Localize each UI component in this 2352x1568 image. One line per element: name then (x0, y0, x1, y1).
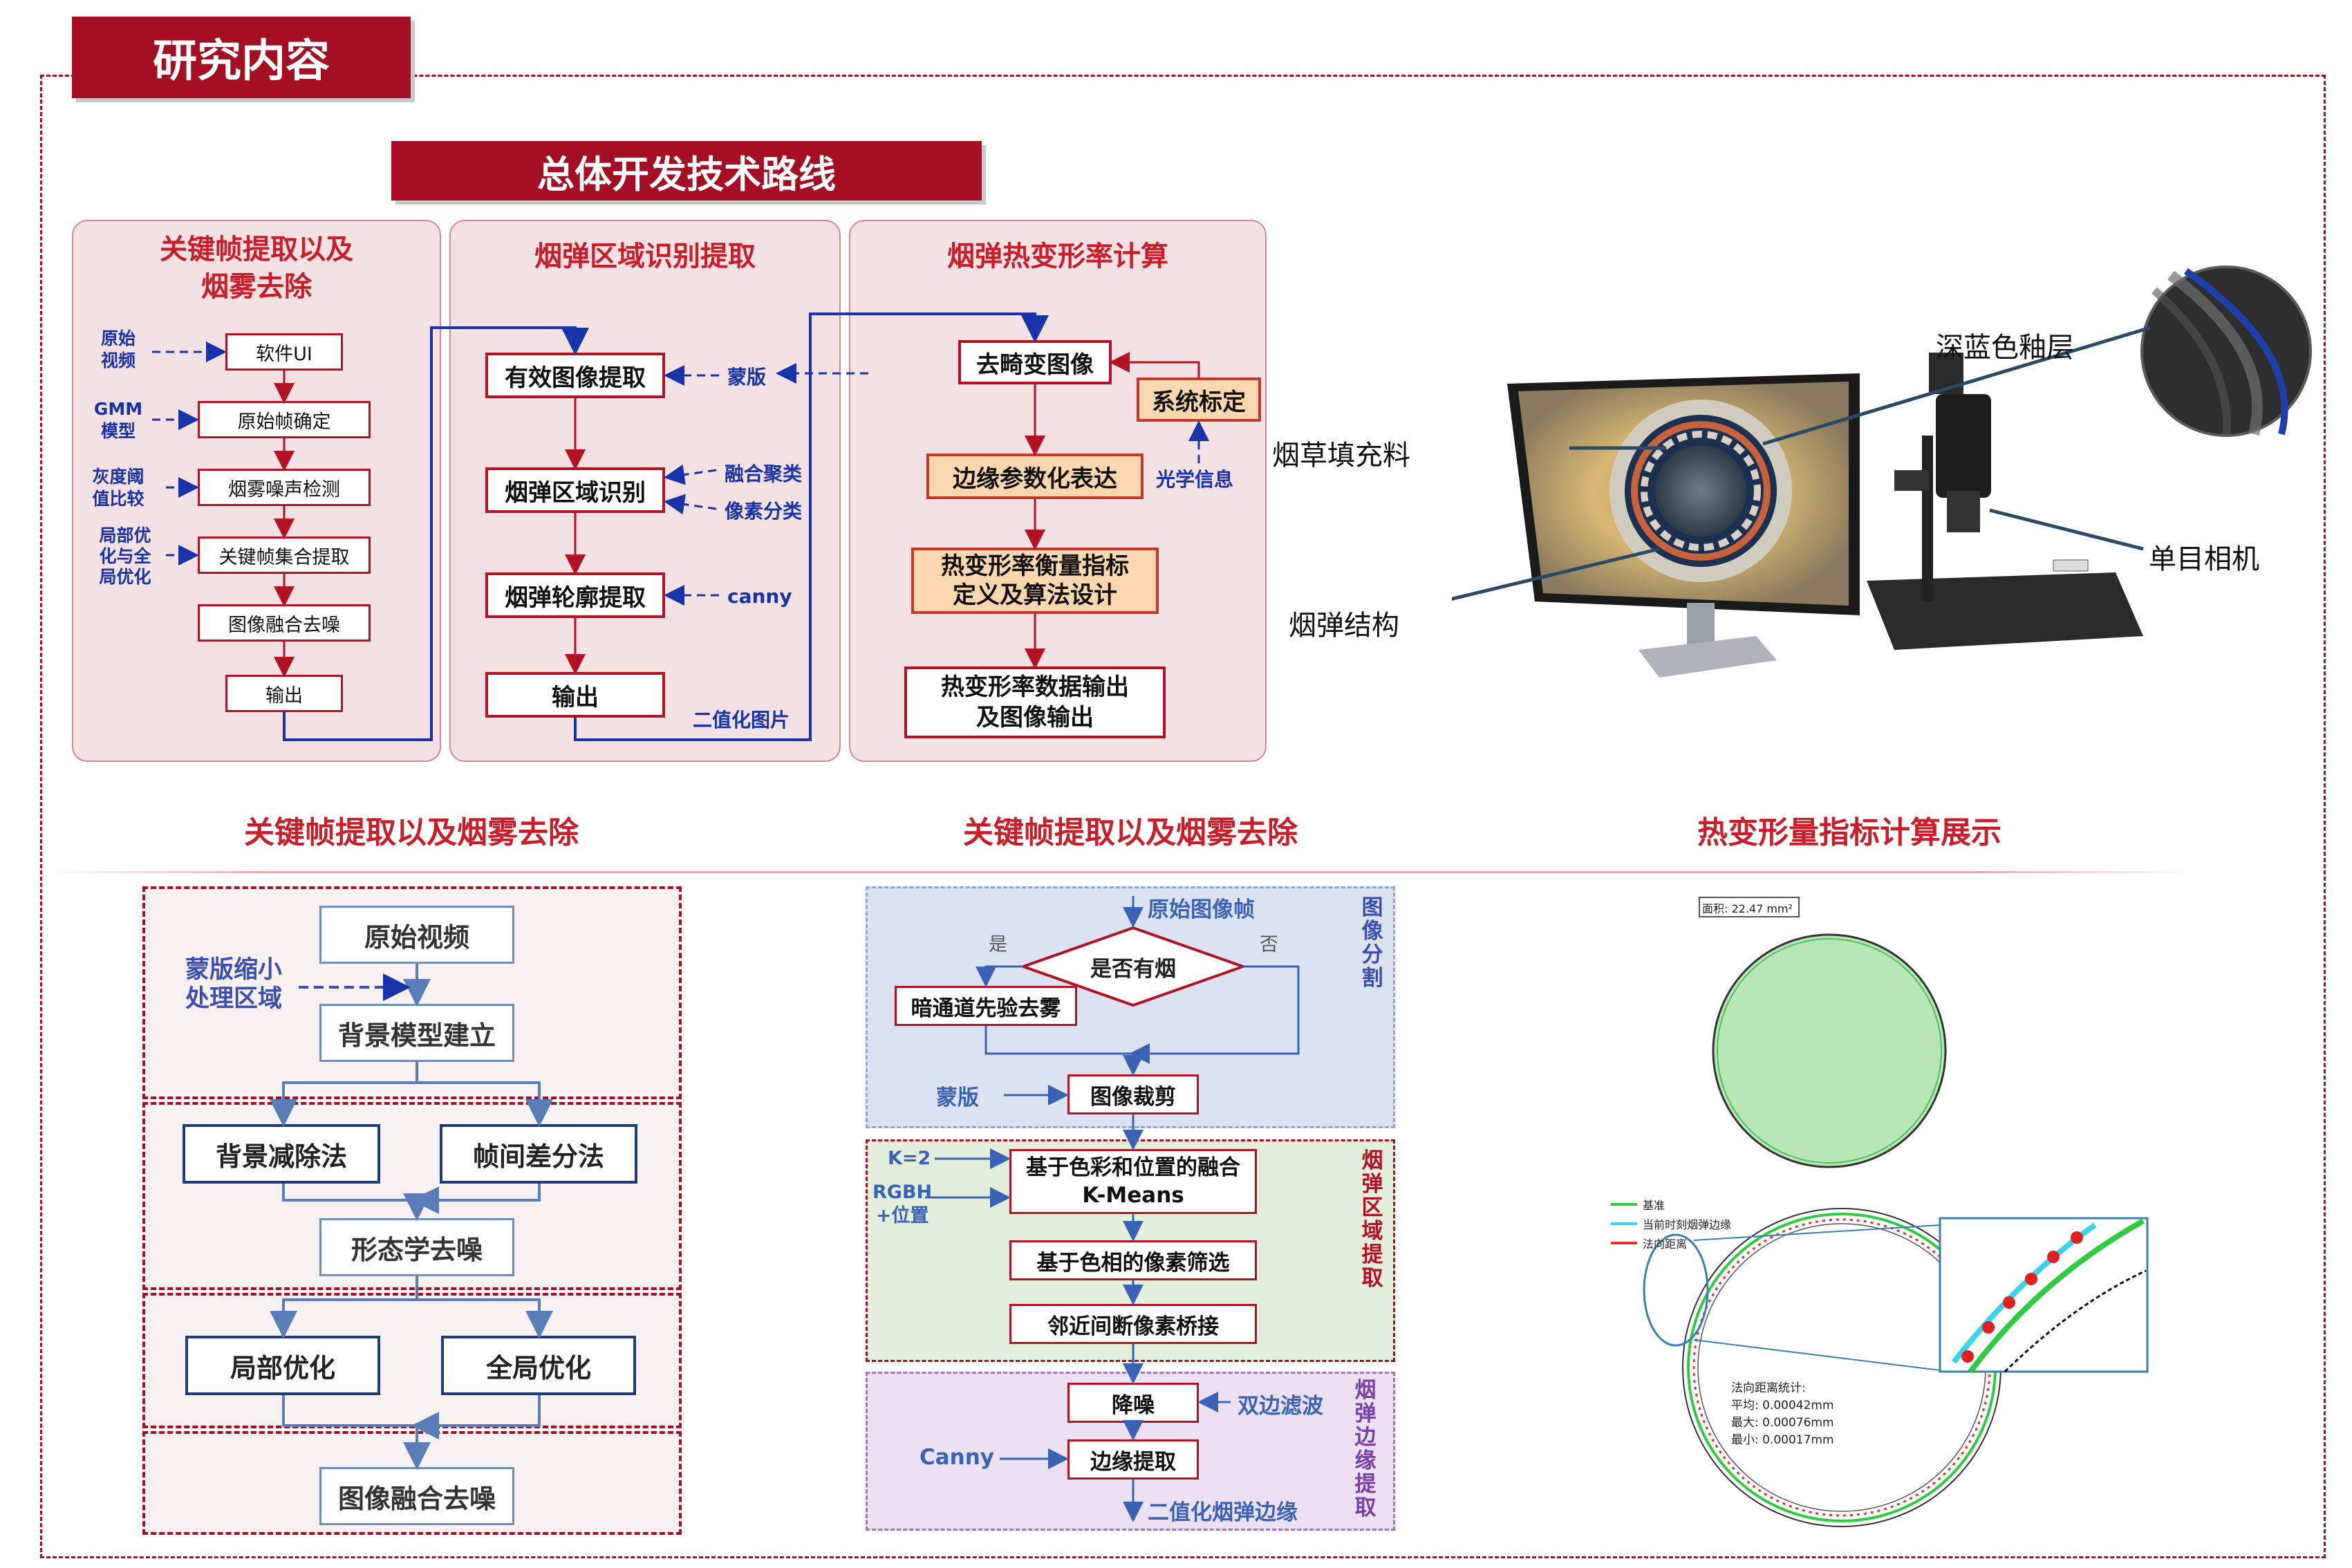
p1-box-smoke: 烟雾噪声检测 (198, 469, 371, 506)
p1-input-gray: 灰度阈值比较 (92, 467, 144, 509)
lf-box-diff: 帧间差分法 (440, 1124, 637, 1184)
lf-box-source: 原始视频 (319, 906, 514, 964)
photo-label-camera: 单目相机 (2149, 543, 2259, 575)
mf-no: 否 (1260, 934, 1278, 955)
measure-stats: 法向距离统计: 平均: 0.00042mm 最大: 0.00076mm 最小: … (1731, 1381, 1834, 1447)
mf-rgbh: RGBH+位置 (872, 1182, 933, 1226)
panel3-title: 烟弹热变形率计算 (947, 241, 1168, 272)
legend-baseline: 基准 (1643, 1199, 1665, 1212)
p3-box-metric: 热变形率衡量指标定义及算法设计 (911, 548, 1159, 614)
p2-label-fusion: 融合聚类 (725, 463, 803, 485)
mf-output: 二值化烟弹边缘 (1148, 1500, 1298, 1525)
photo-label-filler: 烟草填充料 (1272, 440, 1410, 472)
p1-box-keyset: 关键帧集合提取 (198, 536, 371, 574)
legend-normal-distance: 法向距离 (1643, 1238, 1688, 1251)
p3-label-optic: 光学信息 (1156, 468, 1234, 491)
lf-box-morph: 形态学去噪 (319, 1218, 514, 1276)
mf-start: 原始图像帧 (1148, 897, 1255, 922)
panel1-title: 关键帧提取以及 烟雾去除 (160, 234, 353, 303)
photo-label-structure: 烟弹结构 (1289, 610, 1399, 642)
mf-bridge: 邻近间断像素桥接 (1009, 1304, 1257, 1344)
section-rule (54, 871, 2190, 873)
mid-seg-label: 图像分割 (1361, 895, 1383, 991)
mf-yes: 是 (989, 934, 1007, 955)
lf-box-bg: 背景模型建立 (319, 1004, 514, 1062)
measure-legend: 基准 当前时刻烟弹边缘 法向距离 (1643, 1196, 1731, 1254)
photo-label-glaze: 深蓝色釉层 (1936, 332, 2074, 364)
mf-k: K=2 (888, 1148, 931, 1169)
p2-label-binary: 二值化图片 (693, 709, 790, 731)
measure-visual (1611, 897, 2149, 1527)
p2-box-valid: 有效图像提取 (485, 353, 665, 398)
p1-input-video: 原始视频 (100, 328, 136, 371)
lf-box-sub: 背景减除法 (183, 1124, 380, 1184)
p2-label-pixel: 像素分类 (725, 500, 803, 523)
p1-box-frame: 原始帧确定 (198, 401, 371, 438)
legend-current-edge: 当前时刻烟弹边缘 (1643, 1218, 1732, 1231)
p1-box-output: 输出 (225, 675, 343, 712)
p3-box-calib: 系统标定 (1137, 377, 1261, 422)
p1-input-opt: 局部优化与全局优化 (99, 525, 151, 587)
section-title-middle: 关键帧提取以及烟雾去除 (963, 815, 1298, 850)
mf-canny: Canny (920, 1445, 995, 1470)
mf-bilateral: 双边滤波 (1238, 1394, 1323, 1419)
outer-frame (40, 75, 2326, 1558)
p3-box-output: 热变形率数据输出及图像输出 (904, 666, 1166, 738)
p1-box-ui: 软件UI (225, 333, 343, 371)
header-title: 研究内容 (72, 17, 411, 98)
p2-label-mask: 蒙版 (727, 366, 767, 389)
mf-dehaze: 暗通道先验去雾 (895, 986, 1077, 1026)
section-title-right: 热变形量指标计算展示 (1697, 815, 2001, 850)
mid-edge-label: 烟弹边缘提取 (1354, 1378, 1376, 1520)
mf-mask: 蒙版 (936, 1085, 979, 1110)
lf-label-mask: 蒙版缩小处理区域 (185, 956, 283, 1013)
p2-box-contour: 烟弹轮廓提取 (485, 572, 665, 618)
p2-box-output: 输出 (485, 672, 665, 718)
lf-box-global: 全局优化 (441, 1336, 636, 1395)
panel2-title: 烟弹区域识别提取 (534, 241, 756, 272)
measure-area-label: 面积: 22.47 mm² (1702, 902, 1793, 915)
mid-region-label: 烟弹区域提取 (1361, 1148, 1383, 1291)
route-title: 总体开发技术路线 (391, 141, 982, 200)
p3-box-undistort: 去畸变图像 (958, 340, 1112, 384)
device-photo (1452, 265, 2312, 678)
p2-label-canny: canny (727, 585, 792, 608)
mf-decision-shape (1019, 926, 1247, 1007)
section-title-left: 关键帧提取以及烟雾去除 (244, 815, 579, 850)
mf-decision: 是否有烟 (1090, 956, 1176, 982)
p3-box-edge: 边缘参数化表达 (926, 454, 1144, 499)
